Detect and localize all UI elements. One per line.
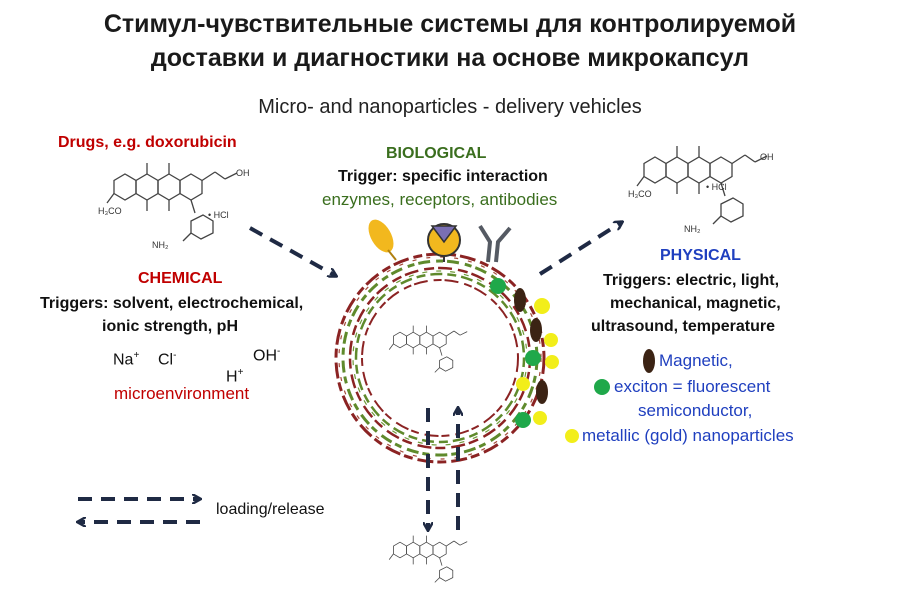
physical-line-1: Triggers: electric, light, [603, 272, 780, 289]
doxorubicin-molecule-center [388, 325, 468, 373]
legend-fluorescent-marker [594, 379, 610, 395]
antibody-shape [478, 224, 512, 263]
chemical-heading: CHEMICAL [138, 270, 223, 287]
chemical-triggers-line-1: Triggers: solvent, electrochemical, [40, 295, 304, 312]
title-line-2: доставки и диагностики на основе микрока… [150, 44, 750, 72]
left-molecule-methoxy: H₃CO [98, 206, 122, 216]
title-line-1: Стимул-чувствительные системы для контро… [103, 10, 797, 38]
subtitle: Micro- and nanoparticles - delivery vehi… [258, 96, 642, 118]
chemical-triggers-line-2: ionic strength, pH [102, 318, 238, 335]
physical-line-2: mechanical, magnetic, [610, 295, 781, 312]
microenvironment-label: microenvironment [114, 384, 250, 403]
physical-heading: PHYSICAL [660, 247, 741, 264]
doxorubicin-molecule-right [636, 145, 768, 225]
legend-metallic-label: metallic (gold) nanoparticles [582, 426, 794, 445]
right-molecule-oh: OH [760, 152, 774, 162]
legend-loading-release-label: loading/release [216, 501, 325, 518]
right-molecule-hcl: • HCl [706, 182, 727, 192]
drugs-heading: Drugs, e.g. doxorubicin [58, 134, 237, 151]
arrow-out-of-capsule [538, 222, 622, 276]
legend-magnetic-marker [643, 349, 655, 373]
ion-cl: Cl- [158, 350, 177, 369]
ion-oh: OH- [253, 346, 281, 365]
left-molecule-hcl: • HCl [208, 210, 229, 220]
legend-magnetic-label: Magnetic, [659, 351, 733, 370]
doxorubicin-molecule-left [106, 162, 238, 242]
microcapsule-shell [334, 252, 546, 464]
biological-trigger: Trigger: specific interaction [338, 168, 548, 185]
legend-exciton-label: exciton = fluorescent [614, 377, 771, 396]
enzyme-shape [368, 219, 394, 253]
right-molecule-methoxy: H₃CO [628, 189, 652, 199]
biological-heading: BIOLOGICAL [386, 145, 487, 162]
biological-examples: enzymes, receptors, antibodies [322, 190, 558, 209]
ion-na: Na+ [113, 350, 140, 369]
left-molecule-amine: NH₂ [152, 240, 169, 250]
legend-semiconductor-label: semiconductor, [638, 401, 753, 420]
physical-line-3: ultrasound, temperature [591, 318, 776, 335]
right-molecule-amine: NH₂ [684, 224, 701, 234]
receptor-ligand-triangle [430, 225, 458, 244]
doxorubicin-molecule-bottom [388, 535, 468, 583]
capsule-nanoparticles [490, 278, 559, 428]
ion-h: H+ [226, 367, 244, 386]
left-molecule-oh: OH [236, 168, 250, 178]
arrow-into-capsule [249, 226, 336, 278]
legend-gold-marker [565, 429, 579, 443]
